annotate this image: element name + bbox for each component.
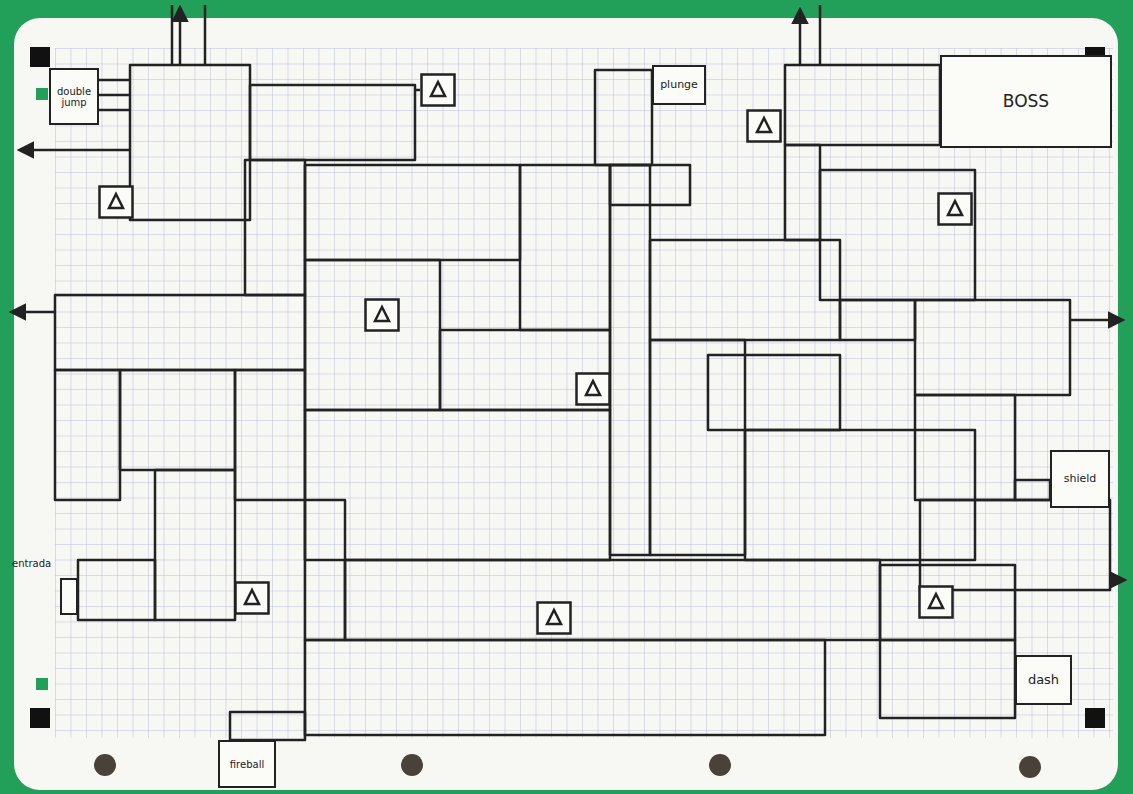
exit-arrow (20, 149, 130, 152)
node-heading: entrada (12, 558, 51, 569)
door-line (415, 89, 420, 92)
punch-hole (401, 754, 423, 776)
room-wall (305, 260, 440, 410)
save-point (366, 300, 399, 331)
corner-marker (30, 47, 50, 67)
green-marker (36, 678, 48, 690)
hatch-line (95, 109, 130, 112)
grid-paper (55, 48, 1113, 738)
room-wall (880, 565, 1015, 640)
exit-wall (204, 5, 207, 65)
item-box: fireball (218, 740, 276, 788)
save-point (422, 75, 455, 106)
boss-room: BOSS (940, 55, 1112, 148)
room-wall (650, 340, 745, 555)
room-wall (55, 295, 305, 370)
room-wall (305, 500, 345, 640)
room-wall (1015, 480, 1050, 500)
node-label: double jump (51, 86, 97, 108)
exit-wall (171, 5, 174, 65)
green-marker (36, 88, 48, 100)
corner-marker (30, 708, 50, 728)
room-wall (235, 370, 305, 500)
room-wall (305, 410, 610, 560)
room-wall (345, 560, 880, 640)
room-wall (305, 640, 825, 735)
save-point (748, 111, 781, 142)
node-label: BOSS (1003, 92, 1049, 111)
room-wall (130, 65, 250, 220)
room-wall (155, 470, 235, 620)
paper-sheet (14, 18, 1118, 790)
entrance-box: entrada (60, 578, 78, 615)
exit-arrow (12, 311, 55, 314)
room-wall (820, 170, 975, 300)
save-point (920, 587, 953, 618)
item-box: dash (1015, 655, 1072, 705)
item-box: plunge (652, 65, 706, 105)
save-point (236, 583, 269, 614)
node-label: shield (1064, 473, 1097, 485)
room-wall (880, 640, 1015, 718)
corner-marker (1085, 708, 1105, 728)
room-wall (708, 355, 840, 430)
node-label: fireball (230, 759, 264, 770)
exit-arrow (1110, 579, 1124, 582)
node-label: plunge (660, 79, 698, 91)
room-wall (55, 370, 120, 500)
room-wall (785, 145, 820, 240)
exit-wall (819, 5, 822, 65)
room-wall (595, 70, 652, 165)
exit-arrow (1070, 319, 1122, 322)
exit-arrow (799, 10, 802, 65)
room-wall (230, 712, 305, 740)
room-wall (840, 300, 915, 340)
room-wall (610, 165, 690, 205)
save-point (577, 374, 610, 405)
save-point (939, 194, 972, 225)
hatch-line (95, 79, 130, 82)
room-wall (650, 240, 840, 340)
item-box: double jump (49, 68, 99, 125)
room-wall (250, 85, 415, 160)
room-wall (610, 165, 650, 555)
room-wall (120, 370, 235, 470)
room-wall (78, 560, 155, 620)
node-label: dash (1028, 673, 1059, 687)
room-wall (440, 330, 610, 410)
punch-hole (709, 754, 731, 776)
room-wall (915, 300, 1070, 395)
room-wall (245, 160, 305, 295)
room-wall (520, 165, 610, 330)
room-wall (785, 65, 940, 145)
save-point (538, 603, 571, 634)
room-wall (305, 165, 520, 260)
exit-arrow (179, 8, 182, 65)
punch-hole (94, 754, 116, 776)
punch-hole (1019, 756, 1041, 778)
room-wall (915, 395, 1015, 500)
room-wall (745, 430, 975, 560)
hatch-line (95, 94, 130, 97)
save-point (100, 187, 133, 218)
item-box: shield (1050, 450, 1110, 508)
